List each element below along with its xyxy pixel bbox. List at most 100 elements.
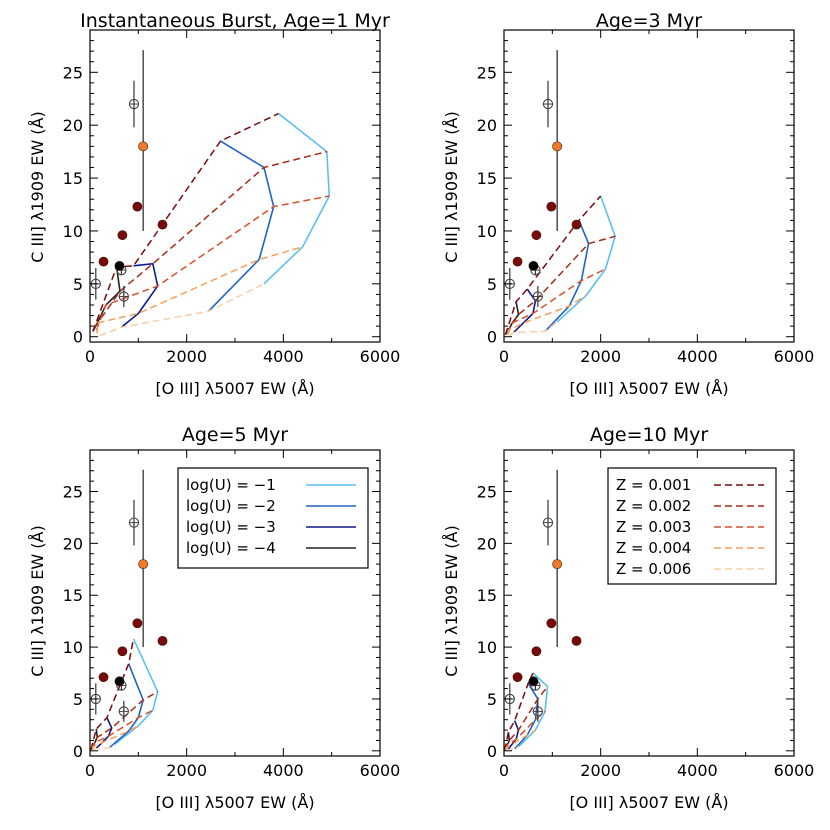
plot-marks	[90, 50, 331, 337]
y-tick-label: 20	[477, 534, 497, 553]
x-tick-label: 6000	[360, 347, 401, 366]
x-tick-label: 6000	[360, 761, 401, 780]
x-axis-label: [O III] λ5007 EW (Å)	[155, 793, 314, 812]
metallicity-track-5	[92, 743, 115, 751]
metallicity-track-5	[508, 321, 558, 337]
x-axis-label: [O III] λ5007 EW (Å)	[569, 793, 728, 812]
metallicity-track-4	[505, 729, 536, 751]
metallicity-track-1	[504, 195, 602, 335]
metallicity-track-4	[96, 246, 303, 334]
filled-data-point	[528, 676, 539, 687]
filled-data-point	[117, 230, 128, 241]
x-tick-label: 0	[499, 347, 509, 366]
y-tick-label: 15	[477, 586, 497, 605]
metallicity-track-2	[91, 691, 159, 750]
y-tick-label: 0	[487, 742, 497, 761]
legend-label: log(U) = −3	[186, 518, 276, 536]
x-tick-label: 4000	[677, 347, 718, 366]
legend-label: Z = 0.003	[616, 518, 691, 536]
filled-data-point	[157, 635, 168, 646]
filled-data-point	[546, 618, 557, 629]
x-tick-label: 4000	[263, 347, 304, 366]
metallicity-track-1	[92, 112, 279, 332]
filled-data-point	[571, 219, 582, 230]
x-axis-label: [O III] λ5007 EW (Å)	[569, 379, 728, 398]
y-tick-label: 5	[73, 275, 83, 294]
legend: Z = 0.001 Z = 0.002 Z = 0.003 Z = 0.004 Z = …	[607, 467, 777, 585]
legend-label: log(U) = −2	[186, 497, 276, 515]
filled-data-point	[546, 201, 557, 212]
metallicity-track-5	[99, 283, 265, 337]
legend-label: Z = 0.004	[616, 539, 691, 557]
filled-data-point	[528, 260, 539, 271]
panel-title: Instantaneous Burst, Age=1 Myr	[80, 10, 390, 32]
x-tick-label: 2000	[166, 347, 207, 366]
x-tick-label: 2000	[580, 761, 621, 780]
metallicity-track-2	[504, 686, 549, 751]
filled-data-point	[157, 219, 168, 230]
legend-box	[607, 467, 777, 585]
filled-data-point	[114, 260, 125, 271]
x-tick-label: 4000	[263, 761, 304, 780]
logu-track-1	[113, 638, 159, 746]
filled-data-point	[98, 672, 109, 683]
y-tick-label: 10	[477, 222, 497, 241]
legend-label: Z = 0.001	[616, 476, 691, 494]
y-tick-label: 20	[63, 534, 83, 553]
panel-title: Age=5 Myr	[182, 424, 288, 446]
filled-data-point	[138, 141, 149, 152]
panel-age-3-myr: Age=3 Myr [O III] λ5007 EW (Å) C III] λ1…	[442, 10, 814, 398]
filled-data-point	[512, 256, 523, 267]
y-tick-label: 5	[487, 690, 497, 709]
filled-data-point	[552, 559, 563, 570]
metallicity-track-1	[90, 638, 135, 750]
y-tick-label: 0	[73, 742, 83, 761]
y-axis-label: C III] λ1909 EW (Å)	[28, 111, 47, 262]
y-tick-label: 15	[63, 169, 83, 188]
metallicity-track-4	[91, 725, 139, 750]
legend-label: log(U) = −4	[186, 539, 276, 557]
metallicity-track-2	[94, 150, 328, 328]
panel-age-5-myr: Age=5 Myr [O III] λ5007 EW (Å) C III] λ1…	[28, 424, 400, 812]
y-tick-label: 25	[63, 482, 83, 501]
y-tick-label: 5	[487, 275, 497, 294]
x-tick-label: 2000	[580, 347, 621, 366]
logu-track-2	[514, 682, 539, 750]
metallicity-track-1	[504, 672, 534, 751]
filled-data-point	[117, 646, 128, 657]
legend-label: Z = 0.006	[616, 560, 691, 578]
x-tick-label: 0	[85, 761, 95, 780]
metallicity-track-3	[91, 709, 154, 751]
plot-marks	[504, 50, 617, 337]
filled-data-point	[138, 559, 149, 570]
x-tick-label: 0	[499, 761, 509, 780]
filled-data-point	[531, 230, 542, 241]
legend-label: Z = 0.002	[616, 497, 691, 515]
y-axis-label: C III] λ1909 EW (Å)	[442, 111, 461, 262]
filled-data-point	[98, 256, 109, 267]
x-tick-label: 4000	[677, 761, 718, 780]
filled-data-point	[571, 635, 582, 646]
legend-label: log(U) = −1	[186, 476, 276, 494]
panel-age-1-myr: Instantaneous Burst, Age=1 Myr [O III] λ…	[28, 10, 400, 398]
x-axis-label: [O III] λ5007 EW (Å)	[155, 379, 314, 398]
filled-data-point	[114, 676, 125, 687]
metallicity-track-2	[506, 235, 616, 333]
y-axis-label: C III] λ1909 EW (Å)	[442, 525, 461, 676]
y-tick-label: 15	[63, 586, 83, 605]
filled-data-point	[531, 646, 542, 657]
y-tick-label: 15	[477, 169, 497, 188]
metallicity-track-3	[507, 268, 606, 334]
logu-track-1	[556, 195, 617, 323]
panel-age-10-myr: Age=10 Myr [O III] λ5007 EW (Å) C III] λ…	[442, 424, 814, 812]
panel-title: Age=10 Myr	[590, 424, 709, 446]
metallicity-track-5	[505, 746, 519, 752]
filled-data-point	[552, 141, 563, 152]
y-tick-label: 10	[63, 638, 83, 657]
y-tick-label: 0	[73, 328, 83, 347]
y-tick-label: 0	[487, 328, 497, 347]
